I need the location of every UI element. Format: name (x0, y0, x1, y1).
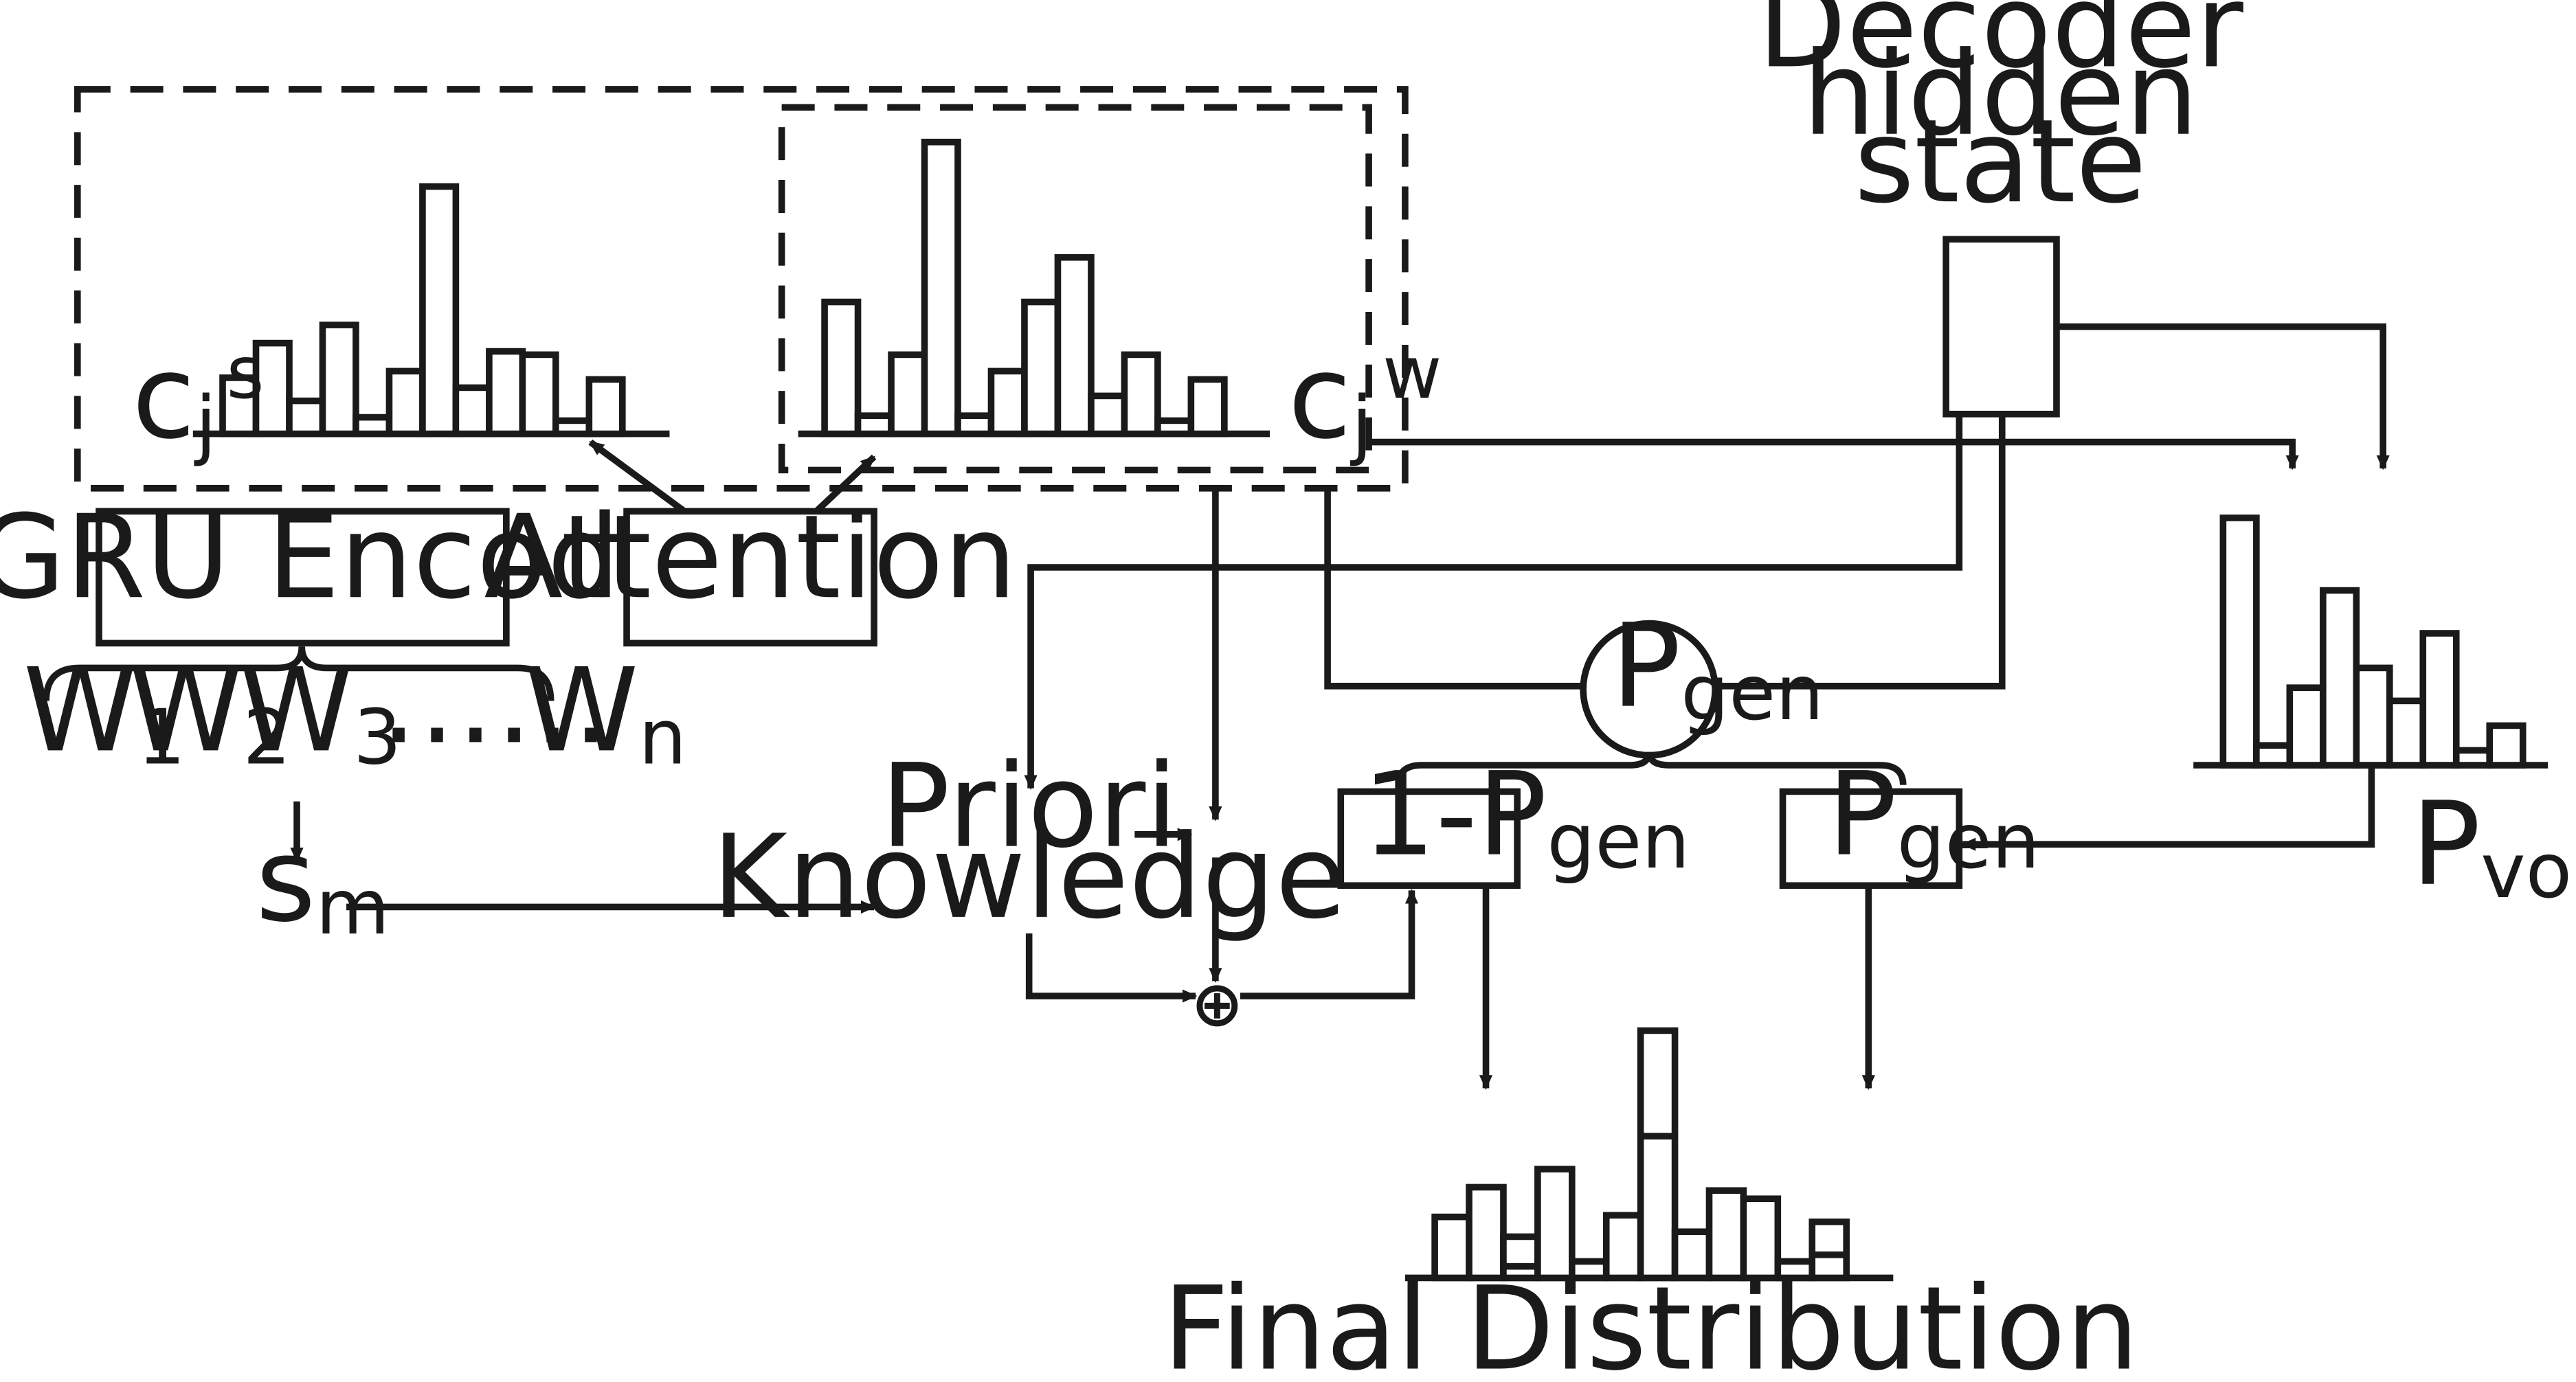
decoder-label-line1: Decoder (1758, 0, 2244, 93)
vocab-bar-7 (2419, 630, 2460, 769)
cs-bar-11 (552, 417, 593, 438)
vocab-bar-6 (2386, 697, 2427, 769)
cw-to-pgen-path (1324, 488, 1584, 690)
oplus-to-one-minus-pgen-path (1240, 889, 1419, 999)
p-vocab-label: Pvocab (2411, 777, 2576, 916)
pgen-box (1779, 788, 1963, 890)
vocab-bar-9 (2486, 722, 2527, 769)
word-attention-region (778, 104, 1372, 474)
word-wn: Wn (524, 643, 686, 782)
bigru-encoder-box (96, 508, 510, 647)
cw-bar-9 (1088, 392, 1128, 438)
cs-label: cjs (132, 330, 264, 468)
word-ellipsis: …… (379, 635, 610, 769)
decoder-to-vocab-path (2056, 323, 2390, 471)
cs-bar-9 (486, 348, 526, 438)
cw-to-vocab-path (1369, 438, 2299, 471)
cs-bar-2 (252, 339, 293, 438)
word-w3: W3 (239, 643, 401, 782)
word-w2: W2 (128, 643, 291, 782)
cw-label: cjw (1288, 330, 1442, 468)
priori-to-oplus-path (1025, 933, 1198, 1003)
decoder-to-priori-path (1024, 414, 1963, 791)
cw-bar-6 (987, 367, 1028, 438)
decoder-label-line2: hidden (1802, 27, 2198, 161)
cw-bar-4 (921, 138, 961, 438)
vocab-bar-1 (2219, 514, 2260, 769)
pgen-circle-label: Pgen (1611, 599, 1824, 738)
vocab-to-pgen-path (1960, 765, 2375, 851)
bigru-encoder-label: BiGRU Encoder (0, 490, 739, 624)
cw-bar-5 (954, 412, 995, 438)
attention-label: Attention (484, 490, 1016, 624)
final-bar-12 (1808, 1219, 1850, 1282)
attention-region-outer (74, 86, 1409, 492)
attention-to-cw-arrow (814, 454, 877, 514)
word-w1: W1 (23, 643, 186, 782)
attention-to-cs-arrow (588, 439, 686, 514)
priori-label-line2: Knowledge (712, 810, 1347, 944)
final-bar-10 (1740, 1195, 1782, 1282)
cs-bar-3 (286, 397, 326, 438)
one-minus-pgen-box (1337, 788, 1521, 890)
one-minus-pgen-label: 1-Pgen (1363, 747, 1690, 886)
oplus-operator: ⊕ (1191, 967, 1243, 1041)
final-bar-2 (1466, 1183, 1507, 1282)
cs-bar-8 (452, 384, 493, 438)
word-attention-histogram (798, 138, 1270, 438)
sentence-attention-histogram (192, 183, 670, 438)
cw-bar-3 (888, 351, 928, 438)
pgen-box-label: Pgen (1827, 747, 2039, 886)
decoder-hidden-state-box (1942, 236, 2060, 418)
cs-bar-7 (419, 183, 460, 438)
vocab-bar-5 (2353, 664, 2393, 769)
cw-bar-2 (854, 412, 895, 438)
final-bar-4 (1534, 1166, 1576, 1282)
cs-bar-4 (319, 321, 359, 438)
cs-bar-12 (585, 376, 626, 438)
cw-bar-7 (1021, 298, 1062, 438)
vocab-distribution-histogram (2193, 514, 2549, 769)
sentence-sm-label: sm (256, 813, 390, 952)
cs-bar-5 (352, 414, 393, 438)
cs-bar-10 (519, 351, 559, 438)
cw-bar-12 (1187, 376, 1228, 438)
cw-bar-1 (821, 298, 862, 438)
decoder-to-pgen-path (1715, 414, 2006, 690)
final-distribution-histogram (1404, 1027, 1894, 1282)
vocab-bar-4 (2320, 587, 2360, 769)
final-distribution-label: Final Distribution (1163, 1261, 2139, 1382)
vocab-bar-3 (2286, 684, 2327, 769)
decoder-label-line3: state (1855, 94, 2147, 229)
final-bar-7 (1637, 1027, 1679, 1282)
cs-bar-6 (385, 367, 426, 438)
cw-bar-10 (1121, 351, 1161, 438)
vocab-bar-8 (2452, 747, 2494, 769)
final-bar-8 (1671, 1228, 1713, 1282)
vocab-bar-2 (2253, 742, 2294, 769)
attention-box (623, 508, 877, 647)
input-brace (43, 646, 555, 701)
cw-bar-8 (1054, 253, 1095, 438)
cw-bar-11 (1154, 417, 1195, 438)
